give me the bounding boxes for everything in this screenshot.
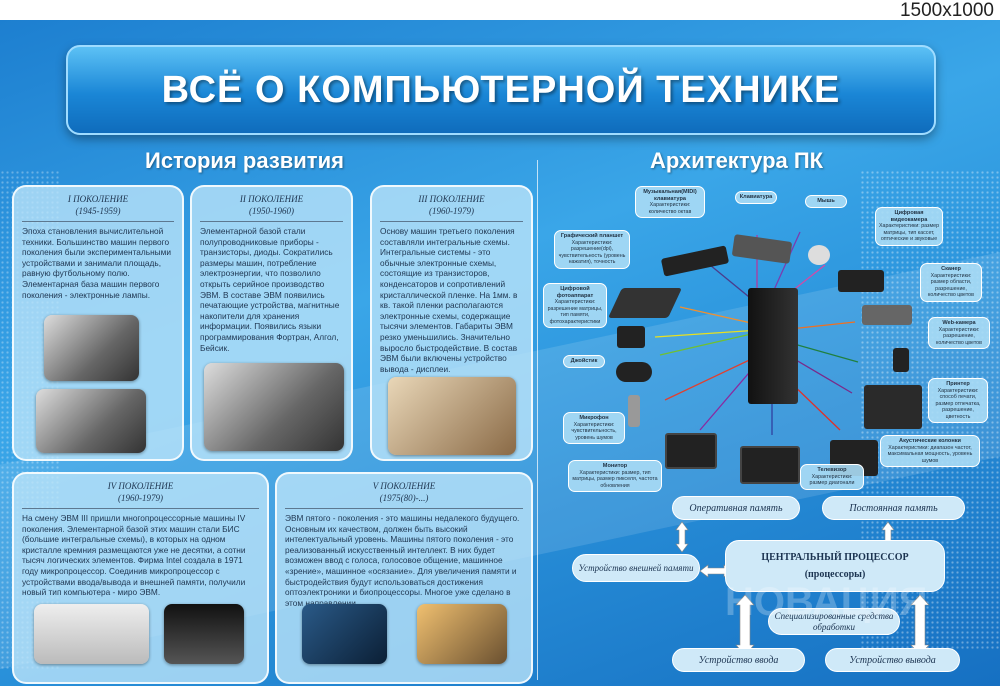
node-external-memory: Устройство внешней памяти [572,554,700,582]
webcam-image [893,348,909,372]
node-ram: Оперативная память [672,496,800,520]
gen-text: На смену ЭВМ III пришли многопроцессорны… [22,513,246,598]
device-desc: Характеристики: размер диагонали [809,473,855,487]
system-unit-image [748,288,798,404]
device-name: Цифровой фотоаппарат [556,286,594,299]
poster: ВСЁ О КОМПЬЮТЕРНОЙ ТЕХНИКЕ История разви… [0,20,1000,686]
node-cpu: ЦЕНТРАЛЬНЫЙ ПРОЦЕССОР (процессоры) [725,540,945,592]
device-desc: Характеристики: размер матрицы, тип касс… [879,223,940,242]
gen-text: Основу машин третьего поколения составля… [380,226,518,374]
scanner-image [862,305,912,325]
watermark: НОВАЦИЯ [725,580,928,624]
mouse-image [808,245,830,265]
device-name: Акустические колонки [899,438,961,444]
gen-name: III ПОКОЛЕНИЕ [418,194,485,204]
device-name: Музыкальная(MIDI) клавиатура [643,189,697,202]
device-name: Клавиатура [739,194,773,200]
photo-third-gen [388,377,516,455]
divider [537,160,538,680]
device-name: Принтер [946,381,970,387]
generation-card-1: I ПОКОЛЕНИЕ (1945-1959) Эпоха становления… [12,185,184,461]
gen-years: (1975(80)-...) [379,493,429,503]
photo-second-gen [204,363,344,451]
device-label-joystick: Джойстик [563,355,605,368]
device-desc: Характеристики: диапазон частот, максима… [887,444,973,464]
device-name: Микрофон [579,415,609,421]
device-desc: Характеристики: разрешение, количество ц… [936,326,982,346]
camera-image [617,326,645,348]
device-name: Цифровая видеокамера [890,210,928,223]
device-desc: Характеристики: размер, тип матрицы, раз… [572,469,658,489]
generation-card-2: II ПОКОЛЕНИЕ (1950-1960) Элементарной баз… [190,185,353,461]
device-name: Телевизор [817,467,847,473]
title-banner: ВСЁ О КОМПЬЮТЕРНОЙ ТЕХНИКЕ [66,45,936,135]
device-desc: Характеристики: разрешение(dpi), чувстви… [558,239,626,266]
photo-eniac [44,315,139,381]
monitor-image [665,433,717,469]
gen-years: (1945-1959) [75,206,121,216]
size-label: 1500x1000 [899,0,994,21]
photo-pc [34,604,149,664]
device-name: Монитор [602,463,628,469]
device-name: Мышь [817,198,835,204]
gen-years: (1950-1960) [249,206,294,216]
node-special-processing: Специализированные средства обработки [768,608,900,635]
device-desc: Характеристики: способ печати, размер от… [935,387,981,420]
device-desc: Характеристики: количество октав [648,202,692,215]
device-name: Web-камера [942,320,976,326]
architecture-title: Архитектура ПК [650,148,824,173]
camcorder-image [838,270,884,292]
device-name: Сканер [941,266,961,272]
gen-name: V ПОКОЛЕНИЕ [372,481,436,491]
photo-apple [164,604,244,664]
device-label-keyboard: Клавиатура [735,191,777,204]
photo-first-gen [36,389,146,453]
device-name: Графический планшет [560,233,624,239]
page-title: ВСЁ О КОМПЬЮТЕРНОЙ ТЕХНИКЕ [161,68,841,111]
cpu-sub-label: (процессоры) [804,569,866,580]
printer-image [864,385,922,429]
device-desc: Характеристики: чувствительность, уровен… [571,421,617,441]
tv-image [740,446,800,484]
photo-robot [302,604,387,664]
generation-card-5: V ПОКОЛЕНИЕ (1975(80)-...) ЭВМ пятого - п… [275,472,533,684]
gen-text: ЭВМ пятого - поколения - это машины неда… [285,513,520,608]
node-rom: Постоянная память [822,496,965,520]
cpu-label: ЦЕНТРАЛЬНЫЙ ПРОЦЕССОР [761,552,909,563]
gen-years: (1960-1979) [429,206,474,216]
node-input: Устройство ввода [672,648,805,672]
history-title: История развития [145,148,344,173]
gen-text: Эпоха становления вычислительной техники… [22,226,171,300]
device-desc: Характеристики: размер области, разрешен… [928,272,974,299]
gen-name: IV ПОКОЛЕНИЕ [107,481,174,491]
generation-card-3: III ПОКОЛЕНИЕ (1960-1979) Основу машин тр… [370,185,533,461]
device-desc: Характеристики: разрешение матрицы, тип … [547,299,603,325]
joystick-image [616,362,652,382]
gen-text: Элементарной базой стали полупроводников… [200,226,340,353]
device-name: Джойстик [570,358,598,364]
photo-tablet [417,604,507,664]
gen-name: I ПОКОЛЕНИЕ [67,194,129,204]
gen-years: (1960-1979) [118,493,163,503]
microphone-image [628,395,640,427]
device-label-mouse: Мышь [805,195,847,208]
node-output: Устройство вывода [825,648,960,672]
generation-card-4: IV ПОКОЛЕНИЕ (1960-1979) На смену ЭВМ III… [12,472,269,684]
gen-name: II ПОКОЛЕНИЕ [239,194,304,204]
